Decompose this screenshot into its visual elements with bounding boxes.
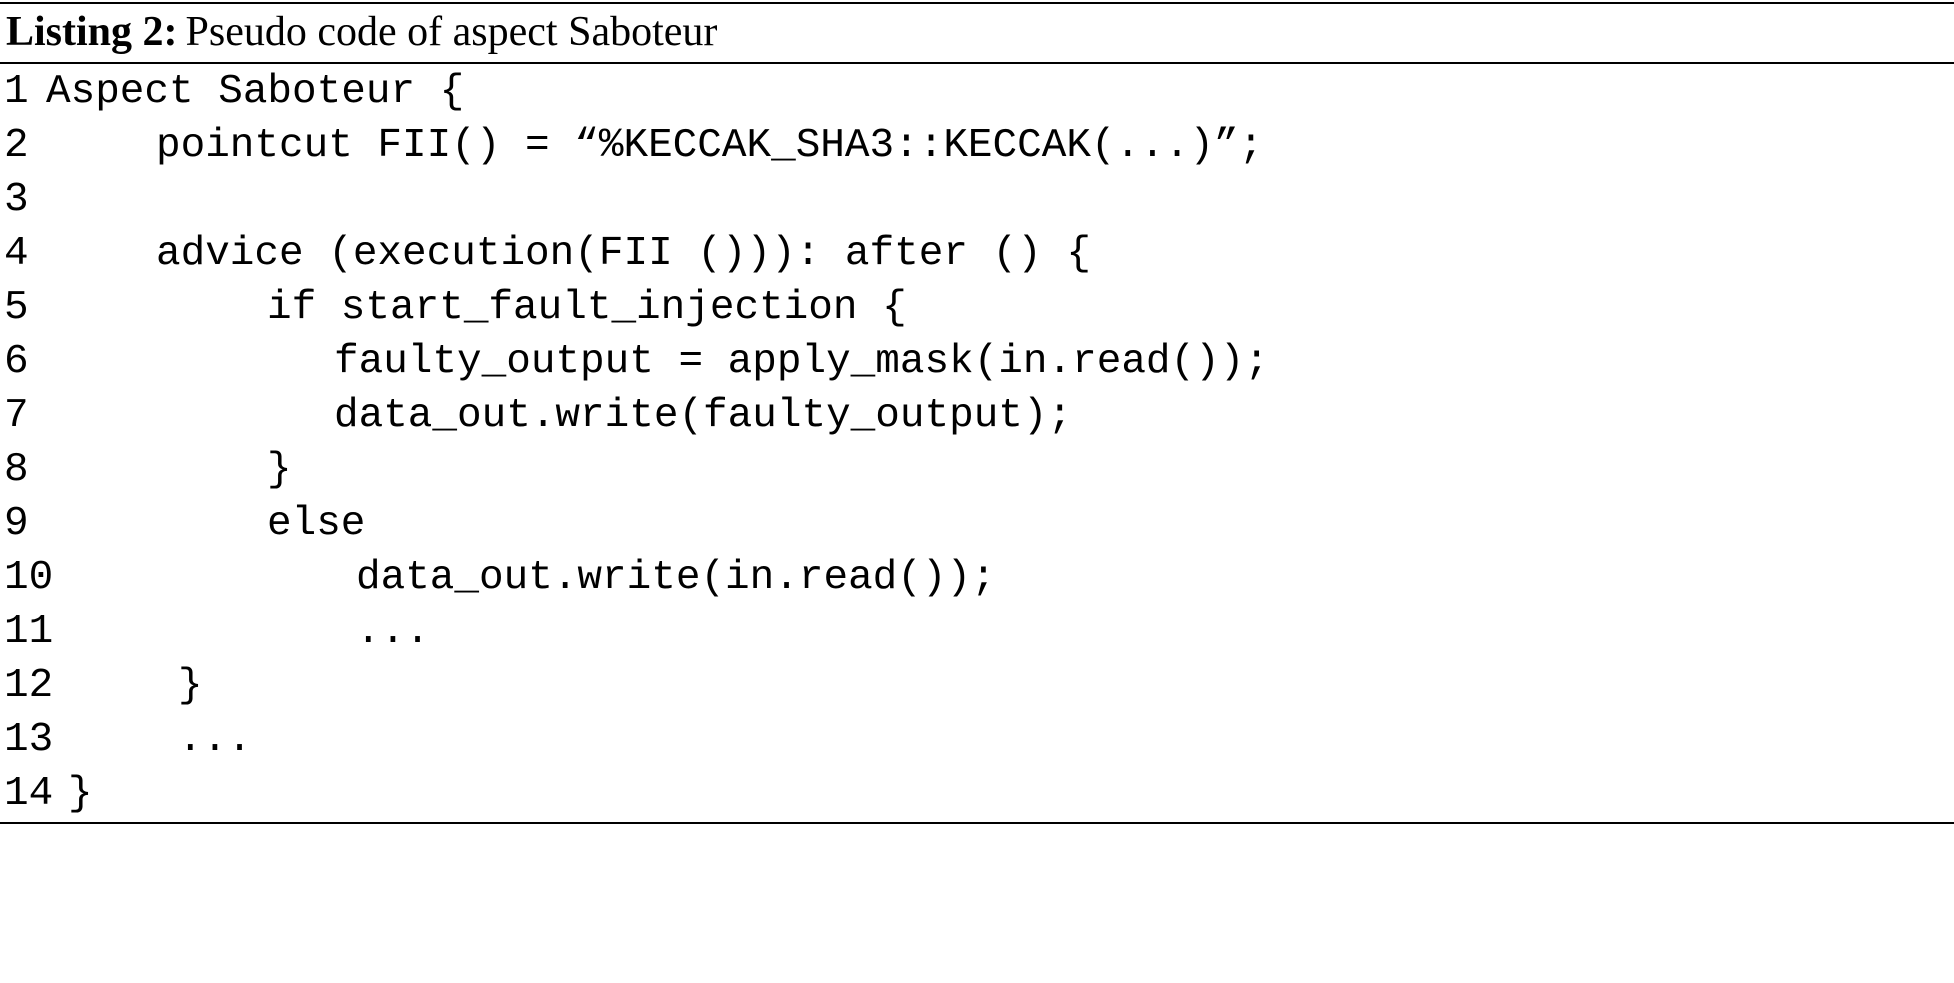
line-text: data_out.write(in.read());: [356, 555, 996, 601]
line-number: 4: [4, 231, 29, 277]
line-text: ...: [178, 717, 252, 763]
code-listing: Listing 2:Pseudo code of aspect Saboteur…: [0, 2, 1954, 824]
line-text: pointcut FII() = “%KECCAK_SHA3::KECCAK(.…: [156, 123, 1264, 169]
code-line: 11 ...: [0, 605, 1954, 659]
line-text: Aspect Saboteur {: [46, 69, 465, 115]
line-text: else: [267, 501, 366, 547]
line-text: ...: [356, 609, 430, 655]
code-line: 6 faulty_output = apply_mask(in.read());: [0, 335, 1954, 389]
caption-rule: [0, 62, 1954, 64]
code-line: 14 }: [0, 767, 1954, 821]
line-number: 11: [4, 609, 54, 655]
line-text: }: [267, 447, 292, 493]
code-line: 2 pointcut FII() = “%KECCAK_SHA3::KECCAK…: [0, 119, 1954, 173]
line-number: 5: [4, 285, 29, 331]
line-text: advice (execution(FII ())): after () {: [156, 231, 1091, 277]
line-number: 2: [4, 123, 29, 169]
line-number: 1: [4, 69, 29, 115]
line-number: 13: [4, 717, 54, 763]
line-number: 7: [4, 393, 29, 439]
line-number: 3: [4, 177, 29, 223]
code-line: 13 ...: [0, 713, 1954, 767]
line-text: if start_fault_injection {: [267, 285, 907, 331]
line-text: }: [68, 771, 93, 817]
caption-label: Listing 2:: [6, 9, 178, 55]
code-line: 7 data_out.write(faulty_output);: [0, 389, 1954, 443]
line-number: 12: [4, 663, 54, 709]
line-number: 9: [4, 501, 29, 547]
caption-title: Pseudo code of aspect Saboteur: [185, 9, 718, 55]
code-line: 5 if start_fault_injection {: [0, 281, 1954, 335]
line-text: data_out.write(faulty_output);: [334, 393, 1073, 439]
code-line: 8 }: [0, 443, 1954, 497]
code-line: 12 }: [0, 659, 1954, 713]
bottom-rule: [0, 822, 1954, 824]
line-number: 10: [4, 555, 54, 601]
line-number: 6: [4, 339, 29, 385]
top-rule: [0, 2, 1954, 4]
code-line: 10 data_out.write(in.read());: [0, 551, 1954, 605]
line-text: faulty_output = apply_mask(in.read());: [334, 339, 1269, 385]
code-line: 3: [0, 173, 1954, 227]
line-number: 14: [4, 771, 54, 817]
code-block: 1 Aspect Saboteur { 2 pointcut FII() = “…: [0, 65, 1954, 821]
listing-caption: Listing 2:Pseudo code of aspect Saboteur: [6, 4, 717, 60]
code-line: 9 else: [0, 497, 1954, 551]
line-text: }: [178, 663, 203, 709]
code-line: 4 advice (execution(FII ())): after () {: [0, 227, 1954, 281]
code-line: 1 Aspect Saboteur {: [0, 65, 1954, 119]
line-number: 8: [4, 447, 29, 493]
